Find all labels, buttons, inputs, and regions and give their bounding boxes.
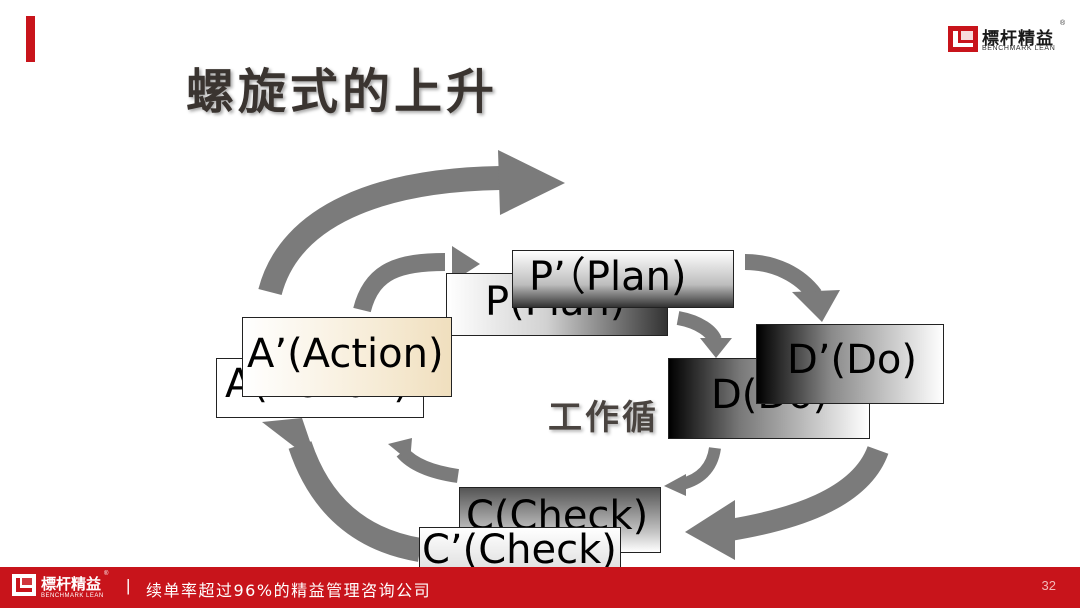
inner-bottom-right-arrow	[680, 446, 721, 490]
footer-logo-name: 標杆精益	[41, 575, 102, 593]
footer-registered-mark: ®	[104, 571, 109, 577]
footer-separator: |	[126, 576, 131, 595]
outer-do-box: D’(Do)	[756, 324, 944, 404]
inner-bottom-right-arrowhead	[664, 474, 686, 496]
page-number: 32	[1041, 578, 1056, 593]
footer-slogan: 续单率超过96%的精益管理咨询公司	[146, 581, 432, 600]
inner-right-arrowhead	[700, 338, 732, 358]
right-top-arrow	[744, 254, 822, 301]
inner-top-arrow	[353, 253, 446, 313]
brand-logo: 標杆精益 BENCHMARK LEAN ®	[948, 20, 1066, 54]
outer-action-box: A’(Action)	[242, 317, 452, 397]
logo-mark-icon	[948, 26, 978, 52]
slide-title: 螺旋式的上升	[186, 64, 499, 120]
outer-top-arrow	[258, 166, 501, 296]
outer-left-arrowhead	[262, 418, 318, 465]
title-accent-bar	[26, 16, 35, 62]
logo-name: 標杆精益	[982, 29, 1054, 49]
registered-mark: ®	[1060, 20, 1066, 27]
outer-right-arrow	[728, 445, 889, 541]
inner-left-arrowhead	[388, 438, 412, 462]
right-top-arrowhead	[792, 290, 840, 322]
outer-left-arrow	[288, 441, 423, 562]
footer-logo-subtitle: BENCHMARK LEAN	[41, 593, 104, 599]
outer-top-arrowhead	[498, 150, 565, 215]
footer-bar: 標杆精益 BENCHMARK LEAN ® | 续单率超过96%的精益管理咨询公…	[0, 567, 1080, 608]
footer-logo-icon	[12, 574, 36, 596]
logo-subtitle: BENCHMARK LEAN	[982, 45, 1056, 52]
outer-plan-box: P’（Plan)	[512, 250, 734, 308]
inner-right-arrow	[676, 311, 722, 344]
work-cycle-label: 工作循	[548, 398, 659, 438]
outer-right-arrowhead	[685, 500, 735, 560]
